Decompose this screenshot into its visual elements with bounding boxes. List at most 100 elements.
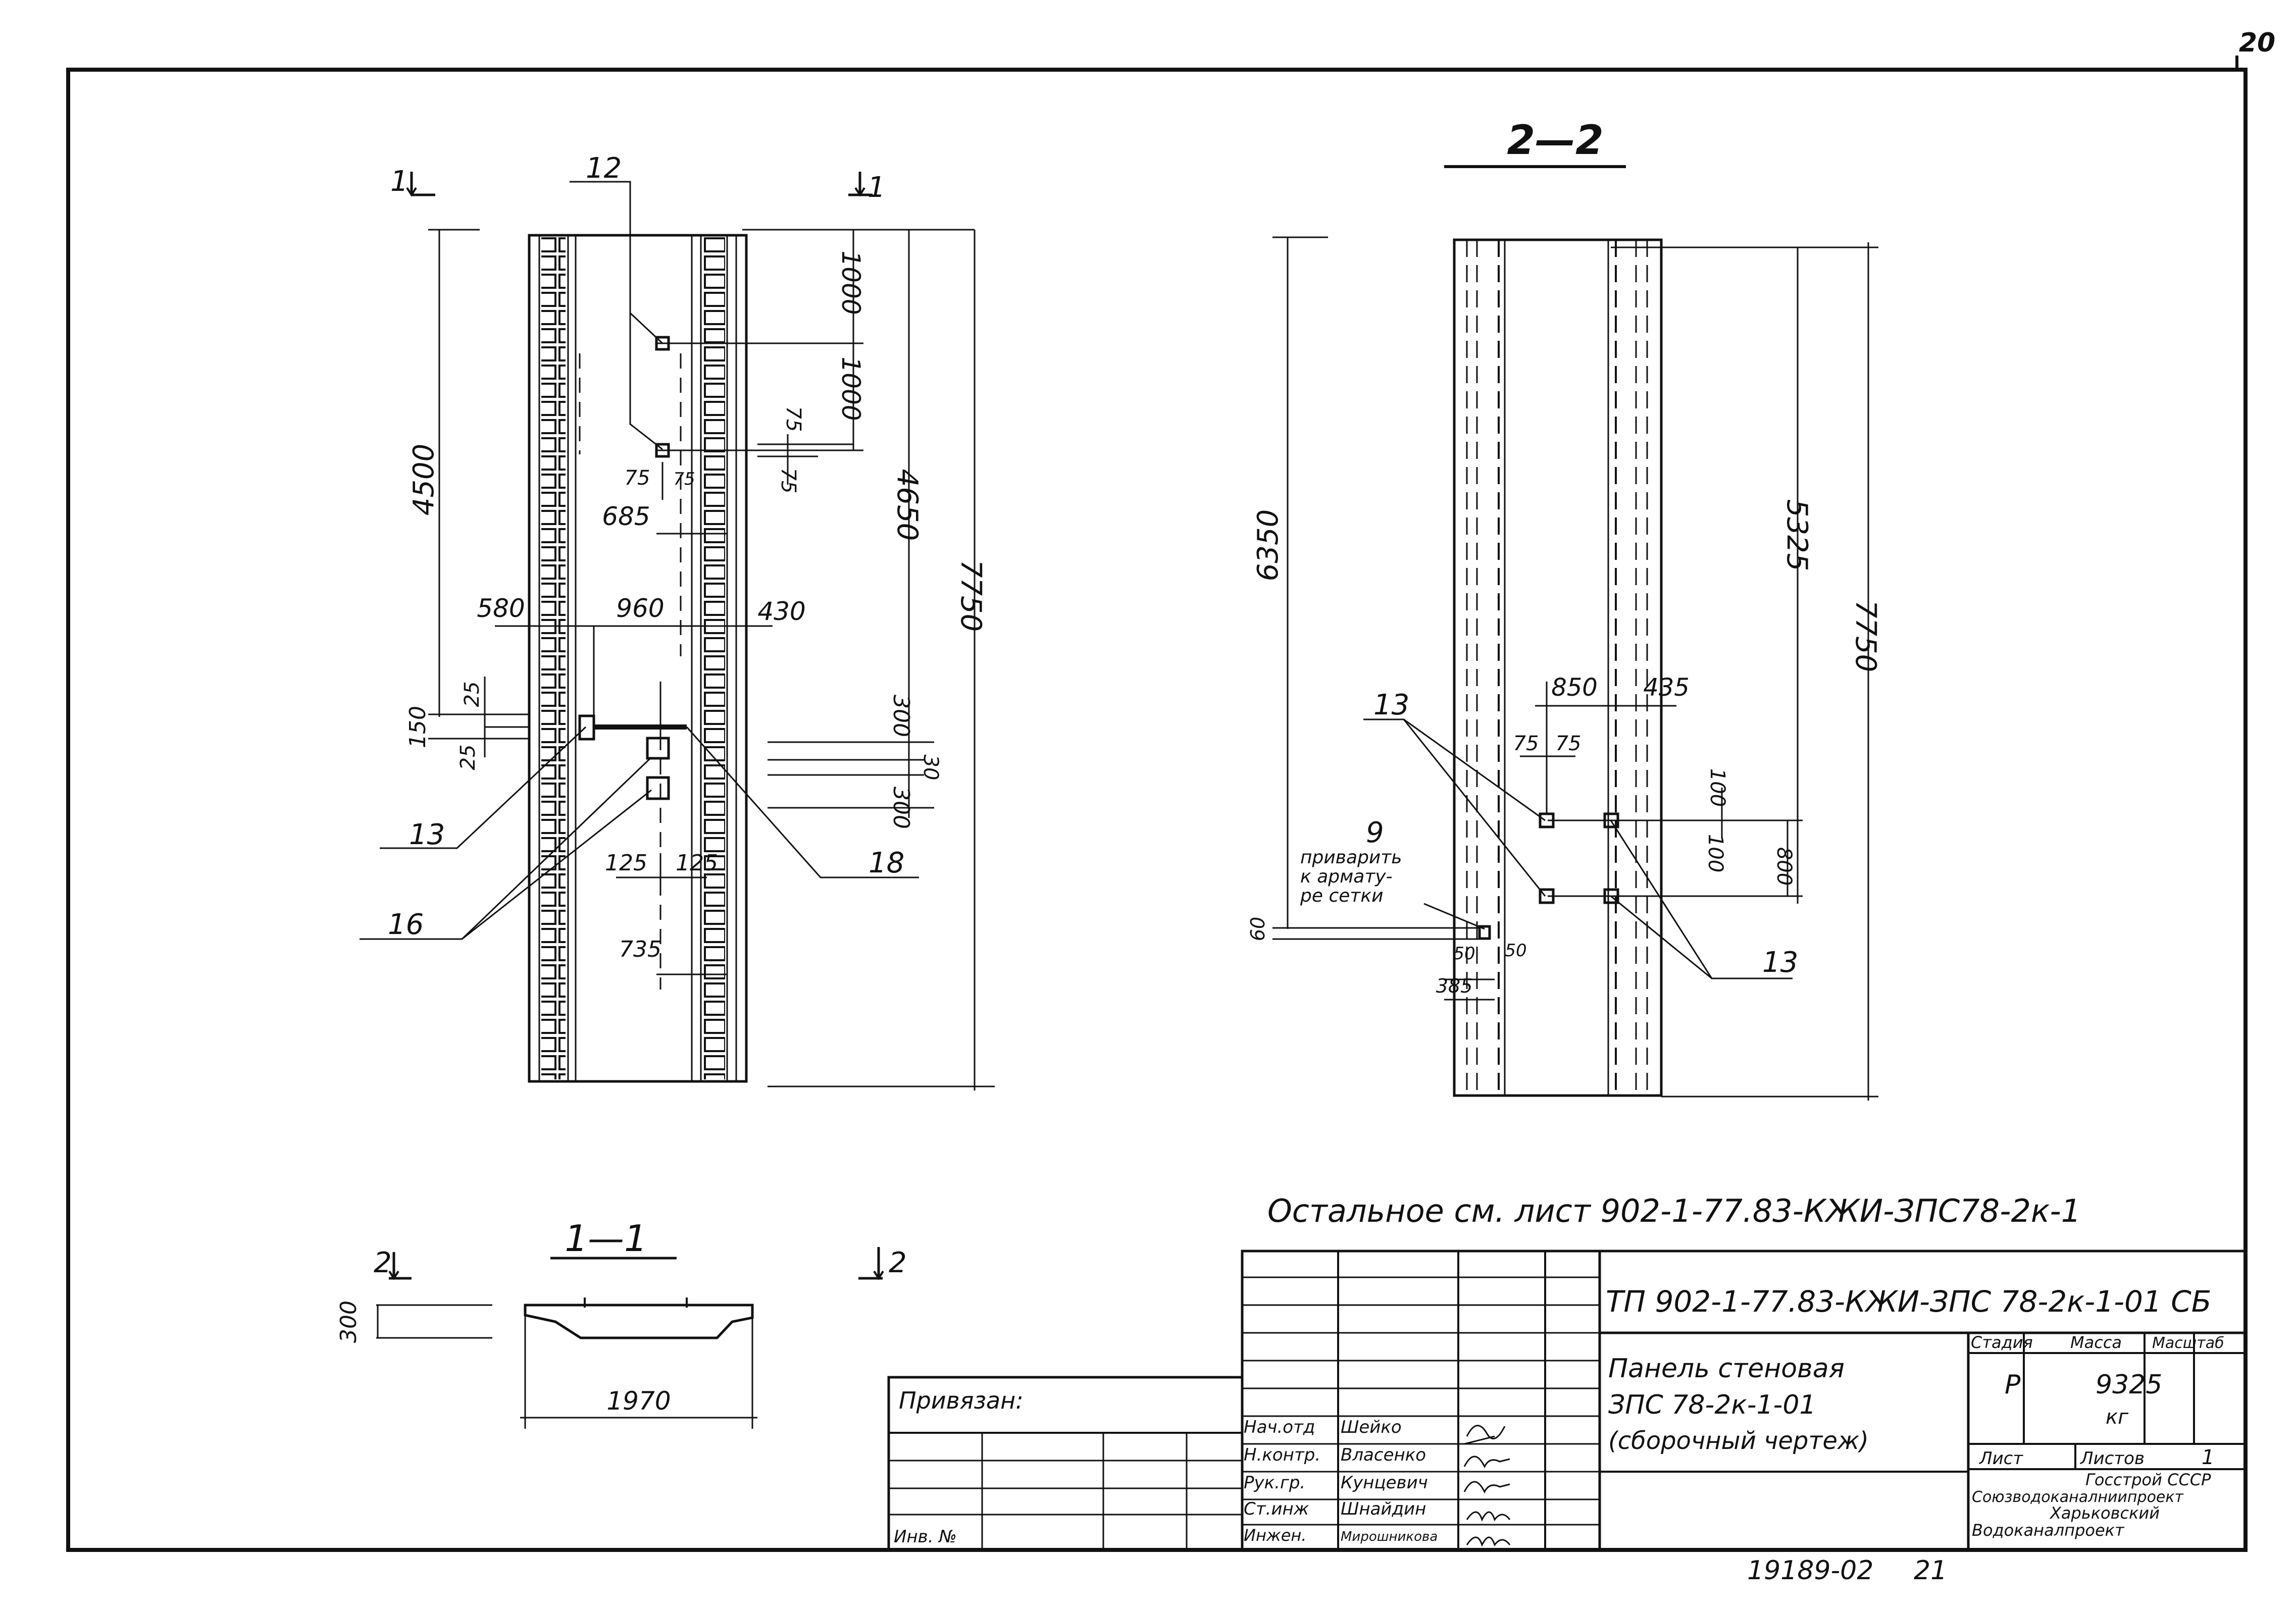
main-elevation-view: 1 1 4500 150 25 25 580 960 430 1000 1000… bbox=[360, 152, 995, 1090]
sheets-label: Листов bbox=[2079, 1448, 2145, 1469]
dim-75-22a: 75 bbox=[1513, 732, 1539, 755]
callout-13-bottom: 13 bbox=[1762, 946, 1798, 979]
callout-18: 18 bbox=[869, 847, 904, 879]
bound-label: Привязан: bbox=[899, 1387, 1024, 1414]
embedded-plate bbox=[646, 776, 670, 800]
role-ruk-gr: Рук.гр. bbox=[1244, 1473, 1305, 1493]
dim-60: 60 bbox=[1247, 917, 1269, 941]
dim-75-b: 75 bbox=[777, 468, 800, 494]
signature bbox=[1464, 1425, 1506, 1445]
dim-125-right: 125 bbox=[676, 850, 718, 876]
dim-385: 385 bbox=[1436, 975, 1473, 997]
right-rib-ladder bbox=[703, 237, 725, 1079]
dim-75-d: 75 bbox=[673, 469, 695, 489]
section-mark-2-left: 2 bbox=[374, 1247, 392, 1279]
dim-125-left: 125 bbox=[605, 850, 647, 876]
embedded-plate bbox=[646, 737, 670, 760]
dim-800: 800 bbox=[1772, 847, 1796, 886]
callout-9: 9 bbox=[1366, 816, 1384, 849]
page-number: 21 bbox=[1914, 1555, 1947, 1586]
header-stage: Стадия bbox=[1971, 1333, 2033, 1352]
weld-note-line-1: приварить bbox=[1300, 847, 1402, 868]
dim-850: 850 bbox=[1551, 673, 1598, 702]
dim-75-c: 75 bbox=[625, 466, 650, 490]
role-st-inzh: Ст.инж bbox=[1244, 1499, 1309, 1519]
dim-30: 30 bbox=[919, 755, 942, 781]
dim-75-22b: 75 bbox=[1556, 732, 1581, 755]
dim-75-a: 75 bbox=[782, 406, 805, 432]
dim-1000-top: 1000 bbox=[836, 250, 865, 315]
panel-name-line-2: ЗПС 78-2к-1-01 bbox=[1608, 1390, 1816, 1420]
dim-50-b: 50 bbox=[1505, 941, 1526, 961]
dim-300-bottom: 300 bbox=[888, 787, 914, 829]
section-mark-left: 1 bbox=[390, 165, 409, 198]
callout-12: 12 bbox=[586, 152, 622, 185]
org-line-1: Госстрой СССР bbox=[2085, 1470, 2211, 1489]
org-line-3: Харьковский bbox=[2049, 1503, 2160, 1523]
sheet-frame bbox=[66, 68, 2248, 1552]
dim-4650: 4650 bbox=[891, 469, 924, 541]
title-block: Нач.отд Шейко Н.контр. Власенко Рук.гр. … bbox=[1241, 1250, 2247, 1551]
header-scale: Масштаб bbox=[2152, 1334, 2224, 1352]
archive-number: 19189-02 bbox=[1747, 1555, 1873, 1586]
dim-7750: 7750 bbox=[954, 560, 987, 632]
role-nach-otd: Нач.отд bbox=[1244, 1417, 1315, 1437]
callout-13-top: 13 bbox=[1373, 689, 1409, 721]
callout-13: 13 bbox=[409, 818, 445, 851]
section-mark-right: 1 bbox=[868, 171, 886, 204]
signature bbox=[1463, 1481, 1510, 1494]
panel-name-line-1: Панель стеновая bbox=[1608, 1354, 1845, 1384]
weld-note-line-3: ре сетки bbox=[1300, 886, 1384, 906]
section-2-2-view: 2—2 6350 60 5325 7750 850 435 bbox=[1247, 117, 1882, 1101]
inv-label: Инв. № bbox=[894, 1527, 957, 1547]
dim-25-bottom: 25 bbox=[456, 745, 480, 770]
general-note: Остальное см. лист 902-1-77.83-КЖИ-ЗПС78… bbox=[1267, 1192, 2081, 1229]
embedded-plate bbox=[1478, 925, 1491, 940]
embedded-plate bbox=[578, 714, 595, 741]
dim-4500: 4500 bbox=[407, 444, 440, 516]
dim-580: 580 bbox=[477, 594, 525, 623]
mass-value: 9325 bbox=[2096, 1370, 2162, 1400]
binding-block: Привязан: Инв. № bbox=[887, 1376, 1244, 1551]
sheets-count: 1 bbox=[2202, 1446, 2214, 1469]
person-inzh: Мирошникова bbox=[1341, 1529, 1438, 1544]
org-line-2: Союзводоканалниипроект bbox=[1972, 1488, 2184, 1506]
person-ruk-gr: Кунцевич bbox=[1341, 1473, 1428, 1493]
sheet-label: Лист bbox=[1978, 1448, 2023, 1469]
callout-16: 16 bbox=[388, 908, 424, 941]
dim-50-a: 50 bbox=[1453, 944, 1475, 964]
corner-number: 20 bbox=[2239, 28, 2275, 58]
section-11-height: 300 bbox=[336, 1301, 362, 1343]
signature bbox=[1466, 1536, 1511, 1547]
org-line-4: Водоканалпроект bbox=[1972, 1521, 2125, 1540]
left-rib-ladder bbox=[541, 237, 566, 1079]
dim-100-bottom: 100 bbox=[1704, 834, 1727, 872]
section-11-title: 1—1 bbox=[565, 1217, 647, 1260]
dim-6350: 6350 bbox=[1252, 509, 1285, 582]
dim-735: 735 bbox=[619, 937, 661, 962]
dim-430: 430 bbox=[757, 597, 805, 626]
dim-5325: 5325 bbox=[1780, 499, 1813, 572]
person-nach-otd: Шейко bbox=[1341, 1417, 1402, 1437]
person-st-inzh: Шнайдин bbox=[1341, 1499, 1426, 1519]
dim-960: 960 bbox=[616, 594, 664, 623]
header-mass: Масса bbox=[2070, 1333, 2122, 1352]
panel-cross-section bbox=[524, 1304, 754, 1339]
role-inzh: Инжен. bbox=[1244, 1526, 1306, 1545]
dim-300-top: 300 bbox=[888, 695, 914, 737]
document-code: ТП 902-1-77.83-КЖИ-ЗПС 78-2к-1-01 СБ bbox=[1606, 1284, 2212, 1319]
role-n-kontr: Н.контр. bbox=[1244, 1445, 1320, 1465]
dim-25-top: 25 bbox=[461, 682, 484, 707]
section-mark-2-right: 2 bbox=[889, 1247, 907, 1279]
signature bbox=[1463, 1456, 1510, 1469]
section-1-1-view: 1—1 2 2 300 1970 bbox=[336, 1217, 907, 1429]
section-11-width: 1970 bbox=[606, 1386, 671, 1416]
dim-100-top: 100 bbox=[1706, 768, 1729, 807]
weld-note-line-2: к армату- bbox=[1300, 866, 1393, 887]
signature bbox=[1466, 1511, 1511, 1522]
dim-435: 435 bbox=[1643, 673, 1690, 702]
person-n-kontr: Власенко bbox=[1341, 1445, 1426, 1465]
dim-1000-bottom: 1000 bbox=[836, 356, 865, 421]
panel-name-line-3: (сборочный чертеж) bbox=[1608, 1427, 1869, 1455]
